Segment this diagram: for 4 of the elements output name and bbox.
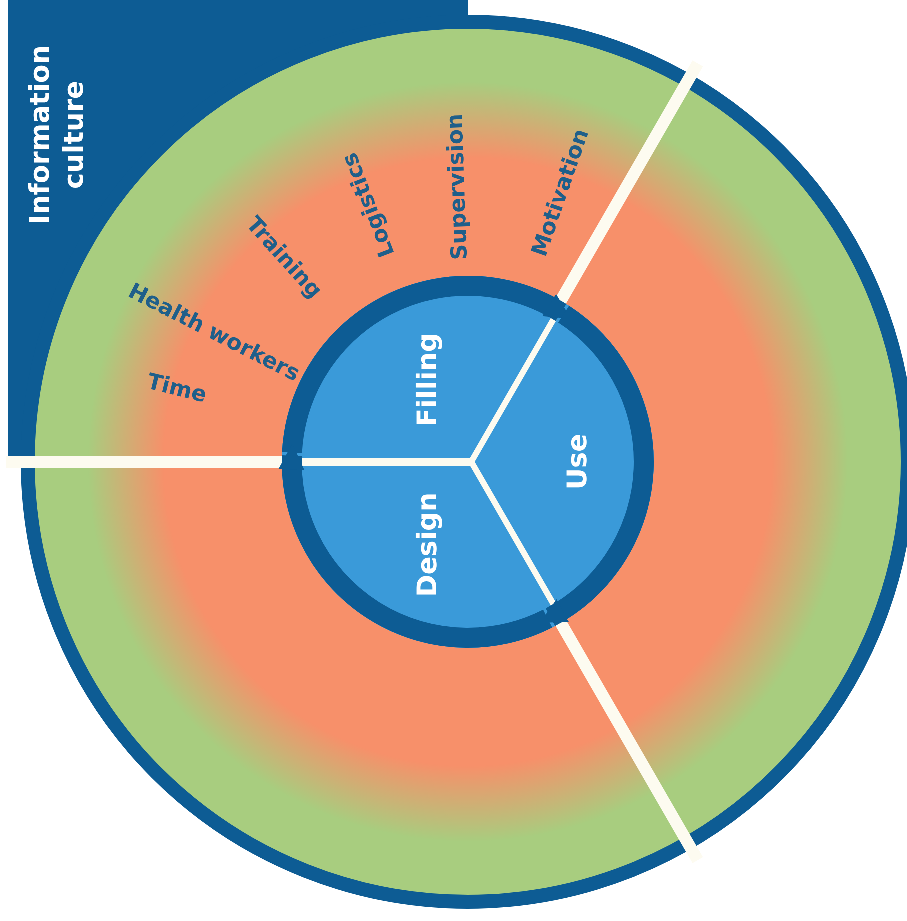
- factor-label: Supervision: [443, 114, 474, 261]
- factor-label: Time: [144, 370, 210, 409]
- pie-sector: Design: [282, 466, 556, 648]
- ring-title: Information culture: [24, 44, 91, 227]
